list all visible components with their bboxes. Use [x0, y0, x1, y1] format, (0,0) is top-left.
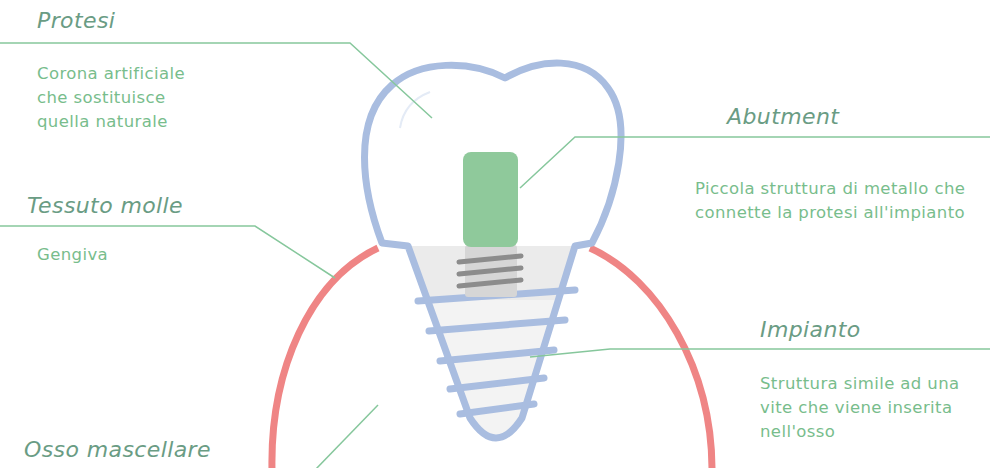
part-description: Piccola struttura di metallo che connett… [695, 177, 983, 225]
part-title: Tessuto molle [27, 193, 327, 219]
part-description: Struttura simile ad una vite che viene i… [760, 372, 978, 444]
implant-collar [410, 246, 574, 300]
abutment [463, 152, 518, 247]
thread [429, 320, 565, 331]
leader-lines [0, 43, 990, 468]
implant-body [408, 246, 575, 438]
screw-thread [459, 268, 521, 274]
part-title: Protesi [37, 8, 337, 34]
part-title: Abutment [727, 104, 977, 130]
screw-thread [459, 256, 521, 262]
abutment-screw [459, 256, 521, 286]
implant-threads [418, 290, 575, 414]
gum-left [272, 248, 378, 468]
part-description: Corona artificiale che sostituisce quell… [37, 62, 217, 134]
leader-line [0, 226, 335, 278]
part-title: Impianto [760, 317, 980, 343]
screw-thread [459, 280, 521, 286]
part-description: Gengiva [37, 243, 237, 267]
gum-right [590, 248, 712, 468]
leader-line [315, 405, 378, 468]
part-title: Osso mascellare [24, 437, 324, 463]
tooth-outline [365, 63, 621, 438]
leader-line [530, 349, 990, 357]
crown-highlight [400, 92, 430, 128]
